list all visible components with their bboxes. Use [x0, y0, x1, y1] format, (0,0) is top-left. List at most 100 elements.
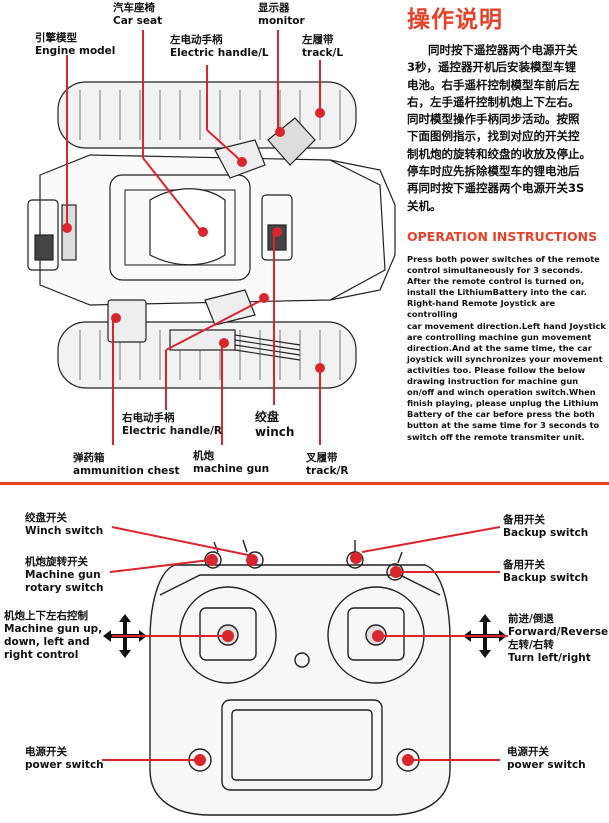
winch-switch-label: 绞盘开关 Winch switch	[25, 512, 103, 538]
winch-switch-label-cn: 绞盘开关	[25, 512, 67, 524]
remote-body	[149, 564, 451, 816]
power-switch-left-label-cn: 电源开关	[25, 746, 67, 758]
monitor-label-cn: 显示器	[258, 2, 290, 14]
gun-control-label-en2: down, left and	[4, 636, 90, 648]
gun-control-label-en3: right control	[4, 649, 79, 661]
remote-screen-frame	[221, 699, 383, 791]
backup-switch-1-label: 备用开关 Backup switch	[503, 514, 588, 540]
cn-line: 关机。	[407, 198, 442, 213]
en-line: control simultaneously for 3 seconds.	[407, 265, 584, 276]
winch-label: 绞盘 winch	[255, 410, 294, 440]
right-handle	[204, 289, 256, 326]
electric-handle-right-label-cn: 右电动手柄	[122, 412, 175, 424]
track-left-label: 左履带 track/L	[302, 34, 343, 60]
drive-control-label-en2: Turn left/right	[508, 652, 591, 664]
electric-handle-left-label-cn: 左电动手柄	[170, 34, 223, 46]
cn-line: 3秒，遥控器开机后安装模型车锂	[407, 60, 576, 75]
cn-line: 再同时按下遥控器两个电源开关3S	[407, 181, 585, 196]
monitor-label-en: monitor	[258, 15, 305, 27]
car-seat-label: 汽车座椅 Car seat	[113, 2, 162, 28]
backup-switch-1-label-cn: 备用开关	[503, 514, 545, 526]
cn-line: 电池。右手遥杆控制模型车前后左	[407, 77, 580, 92]
electric-handle-right-label: 右电动手柄 Electric handle/R	[122, 412, 222, 438]
engine-model-label-en: Engine model	[35, 45, 116, 57]
track-right-label: 叉履带 track/R	[306, 452, 348, 478]
en-line: Press both power switches of the remote	[407, 254, 600, 264]
track-left-label-cn: 左履带	[302, 34, 334, 46]
instructions-cn-text: 同时按下遥控器两个电源开关 3秒，遥控器开机后安装模型车锂 电池。右手遥杆控制模…	[407, 42, 607, 215]
cn-line: 右，左手遥杆控制机炮上下左右。	[407, 94, 580, 109]
remote-callouts	[102, 526, 508, 766]
en-line: on/off and winch operation switch.When	[407, 387, 596, 398]
backup-switch-1-label-en: Backup switch	[503, 527, 589, 539]
track-left-label-en: track/L	[302, 47, 344, 59]
machine-gun-label: 机炮 machine gun	[193, 450, 269, 476]
cn-line: 同时按下遥控器两个电源开关	[428, 43, 578, 57]
monitor-shape	[267, 117, 316, 166]
cn-line: 下面图例指示，找到对应的开关控	[407, 129, 580, 144]
electric-handle-left-label-en: Electric handle/L	[170, 47, 269, 59]
ammunition-chest-label-en: ammunition chest	[73, 465, 180, 477]
power-switch-left-label: 电源开关 power switch	[25, 746, 104, 772]
vehicle-drawing	[27, 81, 396, 389]
gun-rotary-switch-label-en2: rotary switch	[25, 582, 104, 594]
track-right-label-en: track/R	[306, 465, 349, 477]
en-line: finish playing, please unplug the Lithiu…	[407, 398, 599, 409]
en-line: install the LithiumBattery into the car.	[407, 287, 587, 298]
monitor-label: 显示器 monitor	[258, 2, 305, 28]
en-line: Battery of the car before press the both	[407, 409, 595, 420]
backup-switch-2-label: 备用开关 Backup switch	[503, 559, 588, 585]
section-divider	[0, 482, 609, 485]
gun-rotary-switch-label-en1: Machine gun	[25, 569, 101, 581]
en-line: are controlling machine gun movement	[407, 331, 592, 342]
drive-control-label-en1: Forward/Reverse	[508, 626, 609, 638]
power-switch-right-label: 电源开关 power switch	[507, 746, 586, 772]
winch-label-cn: 绞盘	[255, 410, 280, 424]
electric-handle-left-label: 左电动手柄 Electric handle/L	[170, 34, 269, 60]
gun-control-label: 机炮上下左右控制 Machine gun up, down, left and …	[4, 610, 102, 662]
drive-control-label-cn2: 左转/右转	[508, 639, 554, 651]
drive-control-label: 前进/倒退 Forward/Reverse 左转/右转 Turn left/ri…	[508, 613, 608, 665]
engine-model-label: 引擎模型 Engine model	[35, 32, 115, 58]
gun-control-label-en1: Machine gun up,	[4, 623, 103, 635]
power-switch-right-label-en: power switch	[507, 759, 586, 771]
en-line: direction.And at the same time, the car	[407, 342, 592, 353]
engine-block	[27, 199, 59, 271]
cn-line: 同时模型操作手柄同步活动。按照	[407, 112, 580, 127]
en-line: After the remote control is turned on,	[407, 276, 585, 287]
machine-gun-label-en: machine gun	[193, 463, 270, 475]
power-switch-left-label-en: power switch	[25, 759, 104, 771]
drive-control-label-cn1: 前进/倒退	[508, 613, 554, 625]
ammunition-chest-label-cn: 弹药箱	[73, 452, 105, 464]
cn-line: 制机炮的旋转和绞盘的收放及停止。	[407, 146, 591, 161]
car-seat-label-cn: 汽车座椅	[113, 2, 155, 14]
en-line: Right-hand Remote Joystick are controlli…	[407, 298, 556, 320]
en-line: car movement direction.Left hand Joystic…	[407, 320, 606, 331]
instructions-en-text: Press both power switches of the remote …	[407, 254, 607, 443]
remote-drawing	[149, 539, 451, 816]
gun-control-label-cn: 机炮上下左右控制	[4, 610, 88, 622]
en-line: button at the same time for 3 seconds to	[407, 420, 600, 431]
winch-body	[261, 194, 293, 261]
ammunition-chest-label: 弹药箱 ammunition chest	[73, 452, 180, 478]
vehicle-callouts	[62, 30, 325, 445]
car-seat-label-en: Car seat	[113, 15, 163, 27]
electric-handle-right-label-en: Electric handle/R	[122, 425, 222, 437]
winch-label-en: winch	[255, 425, 295, 439]
instructions-title-cn: 操作说明	[407, 7, 503, 33]
machine-gun-label-cn: 机炮	[193, 450, 214, 462]
backup-switch-2-label-cn: 备用开关	[503, 559, 545, 571]
gun-rotary-switch-label: 机炮旋转开关 Machine gun rotary switch	[25, 556, 103, 595]
instructions-title-en: OPERATION INSTRUCTIONS	[407, 229, 598, 244]
seat	[109, 174, 251, 281]
winch-switch-label-en: Winch switch	[25, 525, 104, 537]
en-line: activities too. Please follow the below	[407, 364, 586, 375]
en-line: drawing instruction for machine gun	[407, 376, 579, 387]
en-line: joystick will synchronizes your movement	[407, 353, 603, 364]
engine-model-label-cn: 引擎模型	[35, 32, 77, 44]
gun-rotary-switch-label-cn: 机炮旋转开关	[25, 556, 88, 568]
power-switch-right-label-cn: 电源开关	[507, 746, 549, 758]
backup-switch-2-label-en: Backup switch	[503, 572, 589, 584]
en-line: switch off the remote transmiter unit.	[407, 431, 585, 442]
